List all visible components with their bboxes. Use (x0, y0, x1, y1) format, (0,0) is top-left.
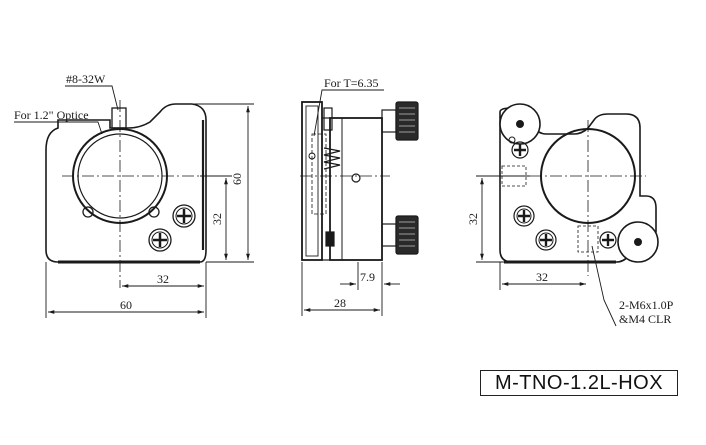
label-screws-line2: &M4 CLR (619, 312, 671, 326)
label-screws-line1: 2-M6x1.0P (619, 298, 674, 312)
front-leaders (14, 85, 119, 135)
side-mount-body (329, 117, 383, 261)
dim-front-width: 60 (120, 298, 132, 312)
adjuster-screw-2 (148, 228, 172, 252)
back-screw-1 (511, 141, 529, 159)
back-screw-3 (535, 229, 557, 251)
back-dimensions (476, 175, 617, 327)
knob-bottom (395, 215, 419, 255)
dim-front-center-height: 32 (210, 213, 224, 225)
dim-side-depth: 28 (334, 296, 346, 310)
dim-front-center-width: 32 (157, 272, 169, 286)
tapped-hole-top (111, 107, 127, 129)
dim-back-center-width: 32 (536, 270, 548, 284)
back-view (499, 103, 659, 276)
back-screw-2 (513, 205, 535, 227)
label-thickness: For T=6.35 (324, 76, 379, 90)
label-thread: #8-32W (66, 72, 106, 86)
side-dimensions (301, 89, 400, 316)
back-screw-4 (599, 231, 617, 249)
side-front-plate (301, 101, 323, 261)
spring (323, 147, 341, 170)
dim-side-offset: 7.9 (360, 270, 375, 284)
label-optic: For 1.2" Optice (14, 108, 89, 122)
side-view (300, 101, 419, 261)
front-dimensions (45, 103, 254, 318)
knob-top (395, 101, 419, 141)
adjuster-screw-1 (172, 204, 196, 228)
dim-back-center-height: 32 (466, 213, 480, 225)
front-mount-body (45, 103, 207, 263)
dim-front-height: 60 (230, 173, 244, 185)
front-view (45, 100, 207, 288)
pin-left (82, 206, 94, 218)
pin-right (148, 206, 160, 218)
model-number: M-TNO-1.2L-HOX (480, 370, 678, 396)
